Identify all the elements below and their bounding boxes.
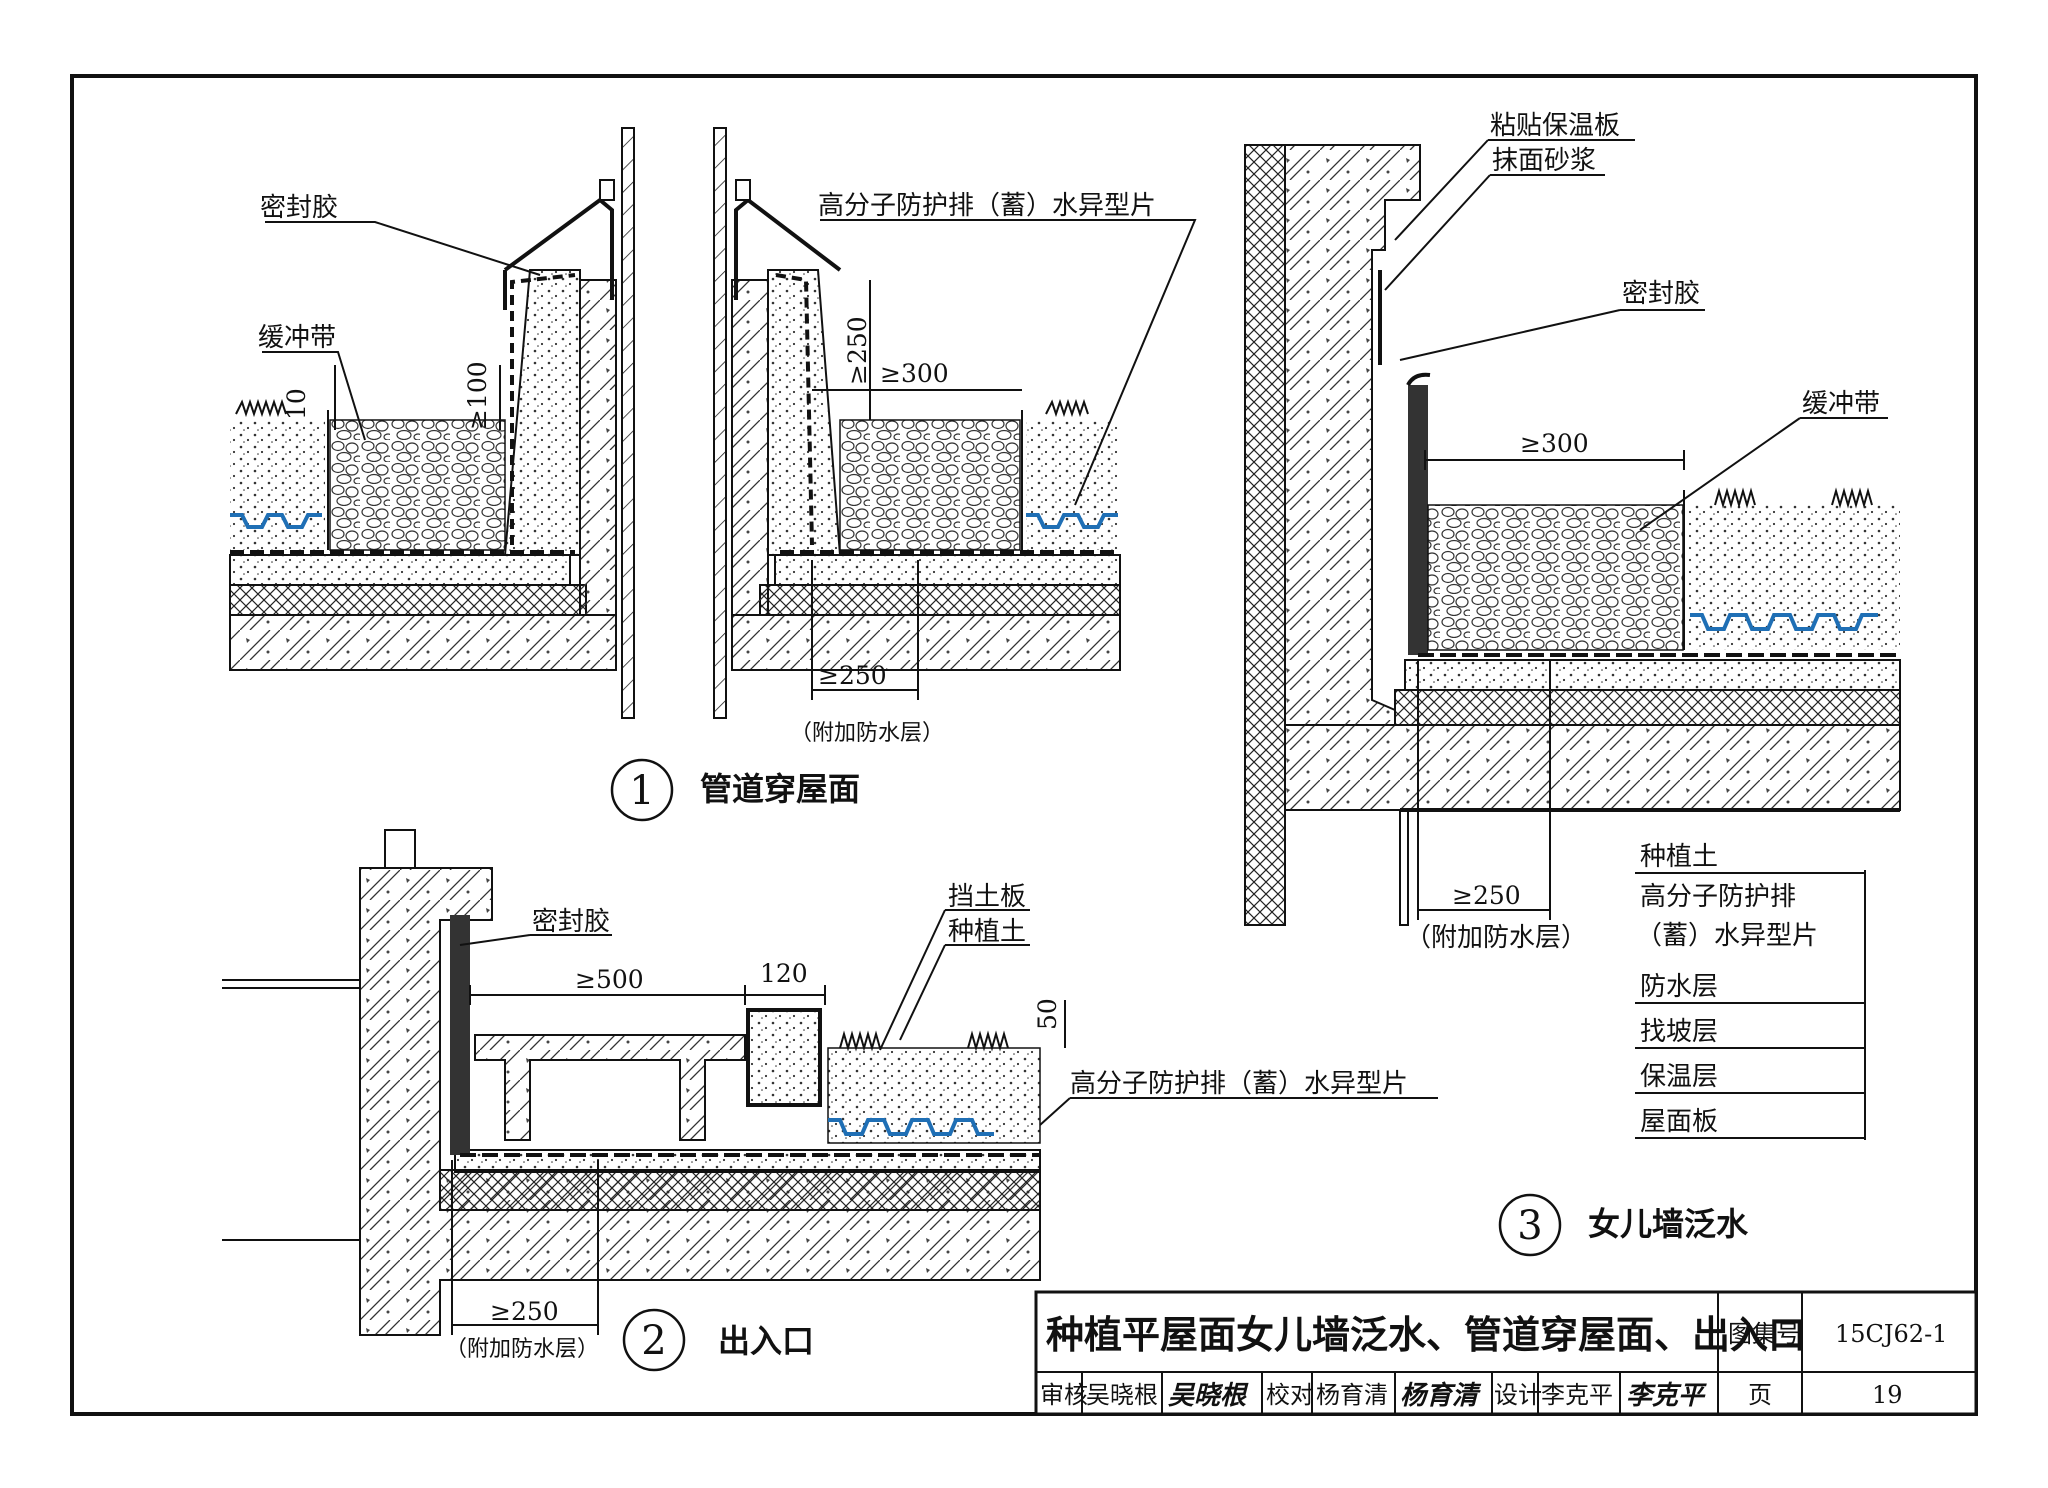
layer-4: 找坡层 <box>1640 1017 1718 1047</box>
d3-dim-300: ≥300 <box>1520 429 1589 458</box>
d3-label-mortar: 抹面砂浆 <box>1492 146 1596 176</box>
d1-dim-100: ≥100 <box>463 361 492 430</box>
d1-dim-300: ≥300 <box>880 359 949 388</box>
sheet-border <box>70 74 1978 1416</box>
detail-3-parapet-drawing <box>1244 139 1901 1140</box>
layer-6: 屋面板 <box>1640 1107 1718 1137</box>
d3-dim-250: ≥250 <box>1452 881 1521 910</box>
checker-signature: 杨育清 <box>1400 1381 1482 1411</box>
d3-label-insulation-board: 粘贴保温板 <box>1490 111 1620 141</box>
layer-0: 种植土 <box>1640 842 1718 872</box>
d2-label-additional-layer: （附加防水层） <box>445 1337 599 1362</box>
reviewer-signature: 吴晓根 <box>1168 1381 1249 1411</box>
d1-dim-250: ≥250 <box>818 661 887 690</box>
d3-title: 女儿墙泛水 <box>1588 1205 1749 1243</box>
layer-2: （蓄）水异型片 <box>1636 921 1818 951</box>
detail-2-entrance-drawing <box>222 829 1438 1336</box>
d1-number-circle <box>610 758 674 822</box>
designer-name: 李克平 <box>1541 1381 1613 1409</box>
d3-label-additional-layer: （附加防水层） <box>1405 923 1587 953</box>
d1-number: 1 <box>629 768 654 814</box>
review-label: 审核 <box>1040 1381 1088 1409</box>
layer-1: 高分子防护排 <box>1640 882 1796 912</box>
d1-label-additional-layer: （附加防水层） <box>790 721 944 746</box>
layer-3: 防水层 <box>1640 972 1718 1002</box>
d3-number-circle <box>1498 1193 1562 1257</box>
title-block-title: 种植平屋面女儿墙泛水、管道穿屋面、出入口 <box>1046 1313 1806 1357</box>
design-label: 设计 <box>1494 1381 1542 1409</box>
d1-dim-250v: ≥250 <box>843 316 872 385</box>
d2-dim-50: 50 <box>1033 998 1062 1030</box>
layer-5: 保温层 <box>1640 1062 1718 1092</box>
d3-label-buffer: 缓冲带 <box>1802 389 1880 419</box>
d2-dim-120: 120 <box>760 959 808 988</box>
atlas-number: 15CJ62-1 <box>1835 1320 1947 1348</box>
d2-label-sealant: 密封胶 <box>532 907 610 937</box>
d2-title: 出入口 <box>718 1322 814 1360</box>
atlas-label: 图集号 <box>1728 1320 1800 1348</box>
d1-dim-10: 10 <box>282 388 311 420</box>
d1-label-buffer: 缓冲带 <box>258 323 336 353</box>
d2-label-planting-soil: 种植土 <box>948 917 1026 947</box>
reviewer-name: 吴晓根 <box>1086 1381 1158 1409</box>
d1-label-drain-sheet: 高分子防护排（蓄）水异型片 <box>818 191 1156 221</box>
d2-label-retaining-board: 挡土板 <box>948 882 1026 912</box>
d2-dim-500: ≥500 <box>575 965 644 994</box>
d2-number-circle <box>622 1308 686 1372</box>
page-number: 19 <box>1872 1381 1903 1409</box>
checker-name: 杨育清 <box>1316 1381 1388 1409</box>
d1-label-sealant: 密封胶 <box>260 193 338 223</box>
d3-number: 3 <box>1517 1203 1542 1249</box>
detail-1-pipe-drawing <box>229 127 1197 719</box>
d2-dim-250: ≥250 <box>490 1297 559 1326</box>
d1-title: 管道穿屋面 <box>700 770 860 808</box>
d2-number: 2 <box>641 1318 666 1364</box>
page-label: 页 <box>1748 1381 1772 1409</box>
title-block <box>1034 1290 1978 1416</box>
check-label: 校对 <box>1266 1381 1314 1409</box>
d3-label-sealant: 密封胶 <box>1622 279 1700 309</box>
d3-layer-legend: 种植土 高分子防护排 （蓄）水异型片 防水层 找坡层 保温层 屋面板 <box>1636 842 1818 1137</box>
d2-label-drain-sheet: 高分子防护排（蓄）水异型片 <box>1070 1069 1408 1099</box>
designer-signature: 李克平 <box>1626 1381 1707 1411</box>
